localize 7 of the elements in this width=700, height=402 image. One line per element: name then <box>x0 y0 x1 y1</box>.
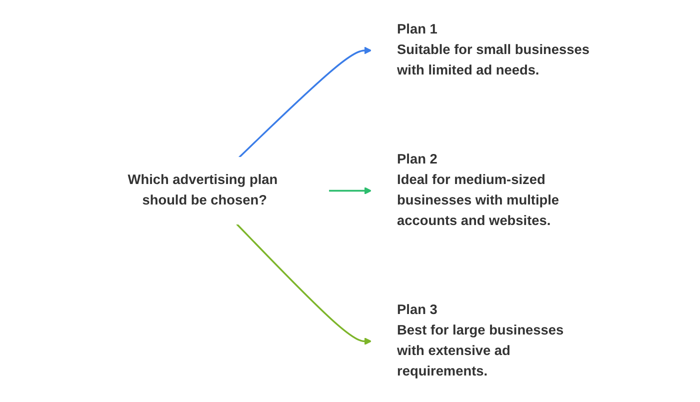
arrow <box>236 224 372 346</box>
arrow <box>238 46 372 158</box>
node-text: Plan 2 Ideal for medium-sized businesses with multiple accounts and websites. <box>397 152 560 228</box>
node-text: Plan 3 Best for large businesses with extensive ad requirements. <box>397 302 564 379</box>
arrow <box>328 186 372 194</box>
node-text: Plan 1 Suitable for small businesses with limited ad needs. <box>397 22 590 78</box>
node-text: Which advertising plan should be chosen? <box>128 172 278 208</box>
